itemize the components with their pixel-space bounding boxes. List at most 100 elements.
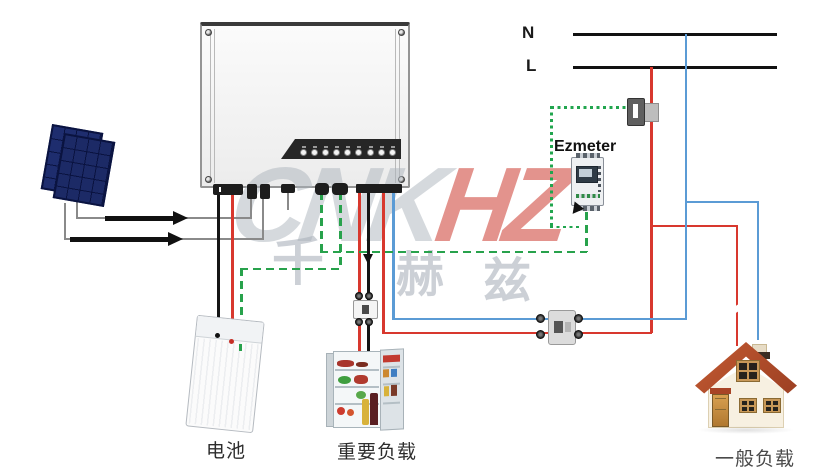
fridge bbox=[326, 348, 404, 431]
house-shadow bbox=[697, 426, 795, 434]
status-led bbox=[333, 146, 341, 156]
food-item bbox=[356, 362, 368, 367]
gable-window bbox=[736, 360, 760, 382]
pv-mc4-connector-2 bbox=[260, 184, 270, 199]
ezmeter-device bbox=[571, 153, 604, 211]
house-window bbox=[763, 398, 781, 413]
breaker-terminal-screw bbox=[536, 329, 545, 339]
grid-live-drop bbox=[382, 192, 385, 334]
pv-mc4-connector-1 bbox=[247, 184, 257, 199]
fridge-shelf bbox=[335, 403, 379, 405]
neutral-bus-label: N bbox=[522, 23, 535, 42]
house-window bbox=[739, 398, 757, 413]
status-led bbox=[310, 146, 318, 156]
inverter-seam bbox=[210, 29, 211, 183]
status-led bbox=[355, 146, 363, 156]
ac-terminal-block bbox=[356, 184, 402, 193]
grid-neutral-drop bbox=[392, 192, 395, 320]
battery-comm-terminal bbox=[239, 344, 242, 351]
breaker-toggle bbox=[362, 305, 369, 314]
breaker-terminal-screw bbox=[354, 317, 363, 326]
backup-breaker bbox=[353, 300, 378, 319]
grid-live-run bbox=[382, 331, 652, 334]
food-item bbox=[338, 376, 351, 384]
watermark-hanzi-2: 赫 bbox=[396, 249, 445, 302]
breaker-toggle bbox=[554, 321, 563, 333]
screw-icon bbox=[398, 29, 405, 36]
current-transformer-icon bbox=[627, 98, 645, 126]
meter-top-terminals bbox=[576, 153, 600, 158]
general-load-label: 一般负载 bbox=[714, 449, 795, 470]
status-led bbox=[299, 146, 307, 156]
backup-live-wire bbox=[358, 192, 361, 356]
food-item bbox=[337, 407, 345, 415]
meter-comm-drop bbox=[320, 192, 323, 253]
pv-flow-arrow-1-head bbox=[173, 211, 188, 225]
grid-neutral-riser bbox=[684, 34, 687, 319]
ct-signal-run-top bbox=[551, 106, 630, 109]
pv-flow-arrow-2-head bbox=[168, 232, 183, 246]
screw-icon bbox=[205, 176, 212, 183]
pv-flow-arrow-2-shaft bbox=[70, 236, 170, 242]
ct-clamp-tab bbox=[644, 103, 659, 122]
aux-connector bbox=[281, 184, 295, 193]
meter-comm-riser bbox=[585, 212, 588, 252]
backup-neutral-wire bbox=[367, 192, 370, 356]
screw-icon bbox=[398, 176, 405, 183]
status-led bbox=[366, 146, 374, 156]
inverter bbox=[200, 22, 410, 188]
status-led bbox=[321, 146, 329, 156]
pv-wire-1-drop bbox=[76, 200, 78, 219]
breaker-terminal-screw bbox=[574, 329, 583, 339]
breaker-terminal-screw bbox=[574, 313, 583, 323]
pv-wire-1-riser bbox=[250, 192, 252, 219]
door-awning bbox=[710, 388, 731, 394]
battery-label: 电池 bbox=[205, 441, 246, 462]
ezmeter-label: Ezmeter bbox=[554, 138, 617, 155]
breaker-terminal-screw bbox=[364, 291, 373, 300]
live-bus-line bbox=[573, 66, 777, 69]
comm-port-1 bbox=[315, 183, 329, 195]
battery-positive-terminal bbox=[229, 339, 234, 344]
breaker-terminal-screw bbox=[354, 291, 363, 300]
house-live-branch bbox=[650, 224, 738, 227]
grid-live-riser bbox=[650, 67, 653, 333]
house bbox=[695, 336, 797, 436]
inverter-seam bbox=[395, 29, 396, 183]
food-item bbox=[356, 391, 366, 399]
pv-flow-arrow-1-shaft bbox=[105, 215, 175, 221]
inverter-seam bbox=[214, 29, 215, 183]
wine-bottle bbox=[370, 393, 378, 425]
house-neutral-branch bbox=[685, 200, 759, 203]
watermark-hanzi-3: 兹 bbox=[483, 255, 532, 308]
house-live-drop bbox=[735, 225, 738, 346]
meter-io-row bbox=[576, 194, 600, 198]
battery-port-connector bbox=[213, 184, 243, 195]
critical-load-label: 重要负载 bbox=[336, 442, 417, 463]
food-item bbox=[337, 360, 354, 367]
battery-ridges bbox=[188, 337, 260, 430]
status-led bbox=[344, 146, 352, 156]
battery-positive-wire bbox=[231, 192, 234, 342]
status-led bbox=[377, 146, 385, 156]
meter-bottom-terminals bbox=[576, 206, 600, 211]
bottle bbox=[362, 399, 369, 425]
fridge-shelf bbox=[335, 386, 379, 388]
battery bbox=[185, 314, 265, 434]
house-door bbox=[712, 394, 729, 427]
food-item bbox=[354, 375, 368, 384]
live-bus-label: L bbox=[526, 56, 537, 75]
inverter-seam bbox=[399, 29, 400, 183]
meter-side-terminals bbox=[598, 166, 601, 192]
battery-comm-drop bbox=[339, 192, 342, 270]
neutral-bus-line bbox=[573, 33, 777, 36]
comm-port-2 bbox=[332, 183, 348, 195]
fridge-shelf bbox=[335, 369, 379, 371]
battery-comm-riser bbox=[240, 268, 243, 348]
pv-wire-2-riser bbox=[262, 192, 264, 240]
meter-display bbox=[576, 166, 598, 183]
solar-panel-front bbox=[52, 132, 116, 208]
inverter-led-panel bbox=[281, 139, 401, 159]
status-led bbox=[389, 146, 396, 156]
